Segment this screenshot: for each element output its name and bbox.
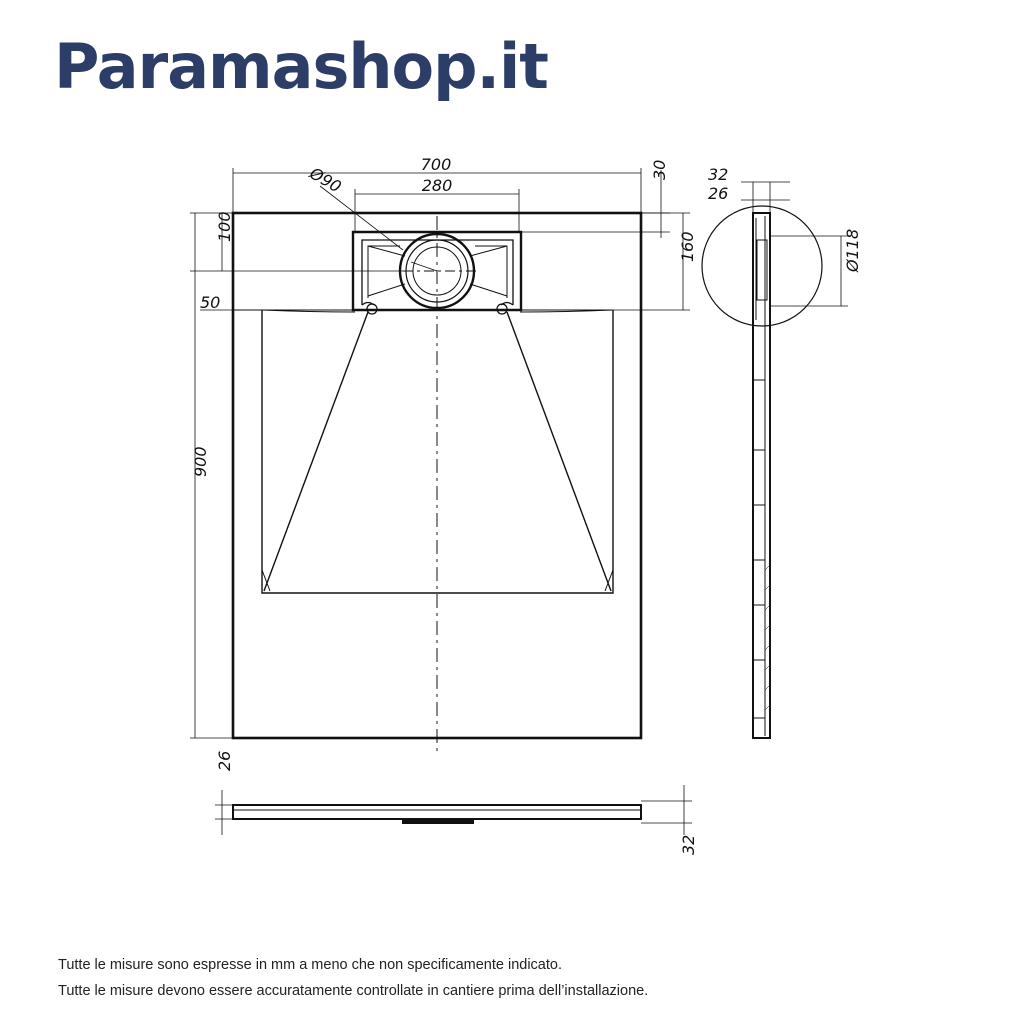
- dim-front-inner: 26: [215, 751, 234, 771]
- dim-drain-box-depth: 160: [678, 231, 697, 262]
- top-view: [231, 211, 643, 752]
- dim-length: 900: [191, 446, 210, 477]
- note-measurements: Tutte le misure sono espresse in mm a me…: [58, 957, 562, 973]
- dim-drain-diameter: Ø90: [306, 163, 345, 196]
- side-view: [701, 181, 848, 739]
- dimension-lines: [190, 168, 690, 739]
- brand-logo: Paramashop.it: [54, 30, 549, 103]
- note-verify: Tutte le misure devono essere accuratame…: [58, 983, 649, 999]
- dim-front-outer: 32: [679, 835, 698, 855]
- dim-slope-start: 50: [200, 293, 220, 312]
- dim-drain-spacing: 280: [422, 176, 453, 195]
- dim-width: 700: [421, 155, 452, 174]
- dim-detail-diameter: Ø118: [843, 229, 862, 273]
- dim-drain-offset-top: 100: [215, 211, 234, 242]
- front-view: [215, 785, 692, 835]
- dim-side-outer: 32: [708, 165, 728, 184]
- slope-area: [261, 310, 614, 594]
- dim-side-inner: 26: [708, 184, 728, 203]
- detail-circle: [701, 205, 823, 327]
- dim-edge-offset: 30: [650, 160, 669, 180]
